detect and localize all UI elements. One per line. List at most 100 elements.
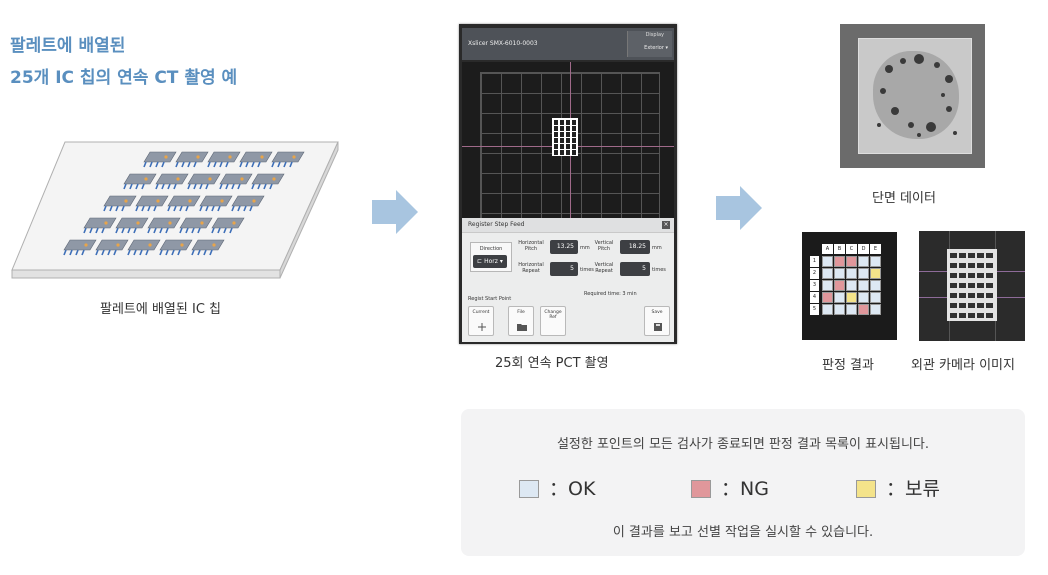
camera-chip [959,293,966,298]
chip-cell [560,144,564,149]
ic-chip [199,195,233,212]
judgement-cell-ng [858,304,869,315]
required-time: Required time: 3 min [584,291,637,297]
chip-cell [560,132,564,137]
h-repeat-input[interactable]: 5 [550,262,578,276]
direction-group: Direction ⊏ Horz ▾ [470,242,512,272]
ng-label: ：NG [721,478,769,500]
ic-chip [63,239,97,256]
ic-chip [175,151,209,168]
camera-chip [977,283,984,288]
camera-chip [950,263,957,268]
judgement-cell-ok [858,268,869,279]
chip-array-image [552,118,578,156]
current-button[interactable]: Current [468,306,494,336]
xray-viewport[interactable] [462,62,674,236]
camera-chip [950,253,957,258]
window-title: Xslicer SMX-6010-0003 [468,40,538,47]
chip-cell [566,144,570,149]
change-ref-button[interactable]: Change Ref [540,306,566,336]
title-line-2: 25개 IC 칩의 연속 CT 촬영 예 [10,68,238,88]
caption-judgement: 판정 결과 [822,358,874,373]
v-pitch-input[interactable]: 18.25 [620,240,650,254]
chip-cell [572,144,576,149]
start-point-label: Regist Start Point [468,296,512,302]
camera-chip [959,273,966,278]
camera-chip [986,263,993,268]
ic-chip [251,173,285,190]
page-title: 팔레트에 배열된 25개 IC 칩의 연속 CT 촬영 예 [10,30,237,94]
chip-cell [554,144,558,149]
camera-chip [959,263,966,268]
h-repeat-label: Horizontal Repeat [518,262,544,274]
judgement-cell-ng [822,292,833,303]
save-icon [654,323,662,331]
v-repeat-label: Vertical Repeat [594,262,614,274]
camera-chip [977,253,984,258]
camera-chip [968,273,975,278]
chip-cell [560,120,564,125]
h-repeat-unit: times [580,267,594,273]
h-pitch-input[interactable]: 13.25 [550,240,578,254]
dropdown-icon: ▾ [665,45,668,51]
chip-cell [554,132,558,137]
chip-cell [566,132,570,137]
judgement-row-header: 3 [810,280,819,291]
judgement-cell-ok [846,304,857,315]
judgement-cell-ok [822,256,833,267]
chip-cell [566,150,570,155]
arrow-right-icon [716,186,762,230]
direction-label: Direction [479,246,503,252]
direction-icon: ⊏ [477,258,483,265]
ic-chip [191,239,225,256]
camera-chip [959,283,966,288]
file-button[interactable]: File [508,306,534,336]
camera-chip [968,263,975,268]
camera-chip [977,293,984,298]
judgement-cell-ng [834,256,845,267]
judgement-cell-ok [822,268,833,279]
title-line-1: 팔레트에 배열된 [10,36,126,56]
display-label: Display [645,32,664,38]
ic-chip [123,173,157,190]
camera-chip [968,253,975,258]
save-button[interactable]: Save [644,306,670,336]
v-pitch-label: Vertical Pitch [594,240,614,252]
caption-software: 25회 연속 PCT 촬영 [495,356,609,371]
judgement-cell-ng [846,256,857,267]
judgement-cell-ok [858,280,869,291]
judgement-cell-ok [834,292,845,303]
v-pitch-unit: mm [652,245,662,251]
camera-image [919,231,1025,341]
camera-chip [950,283,957,288]
judgement-cell-ok [834,268,845,279]
chip-cell [572,132,576,137]
chip-cell [554,150,558,155]
ic-chip [239,151,273,168]
chip-cell [554,138,558,143]
close-icon[interactable]: × [662,221,670,229]
folder-icon [517,324,527,331]
judgement-cell-ng [834,280,845,291]
ic-chip [187,173,221,190]
v-repeat-input[interactable]: 5 [620,262,650,276]
camera-chip [950,313,957,318]
judgement-cell-ok [834,304,845,315]
cross-section-image [840,24,985,168]
chip-cell [566,138,570,143]
judgement-cell-ok [870,256,881,267]
ic-chip [127,239,161,256]
arrow-right-icon [372,190,418,234]
display-selector[interactable]: Display Exterior ▾ [627,31,672,57]
chip-cell [560,150,564,155]
ic-chip [135,195,169,212]
legend-footer: 이 결과를 보고 선별 작업을 실시할 수 있습니다. [612,525,874,540]
ic-chip [179,217,213,234]
judgement-cell-ok [822,304,833,315]
judgement-cell-ok [870,304,881,315]
direction-select[interactable]: ⊏ Horz ▾ [473,255,507,268]
camera-chip [950,273,957,278]
camera-chip [968,313,975,318]
ic-chip [207,151,241,168]
camera-chip [986,313,993,318]
